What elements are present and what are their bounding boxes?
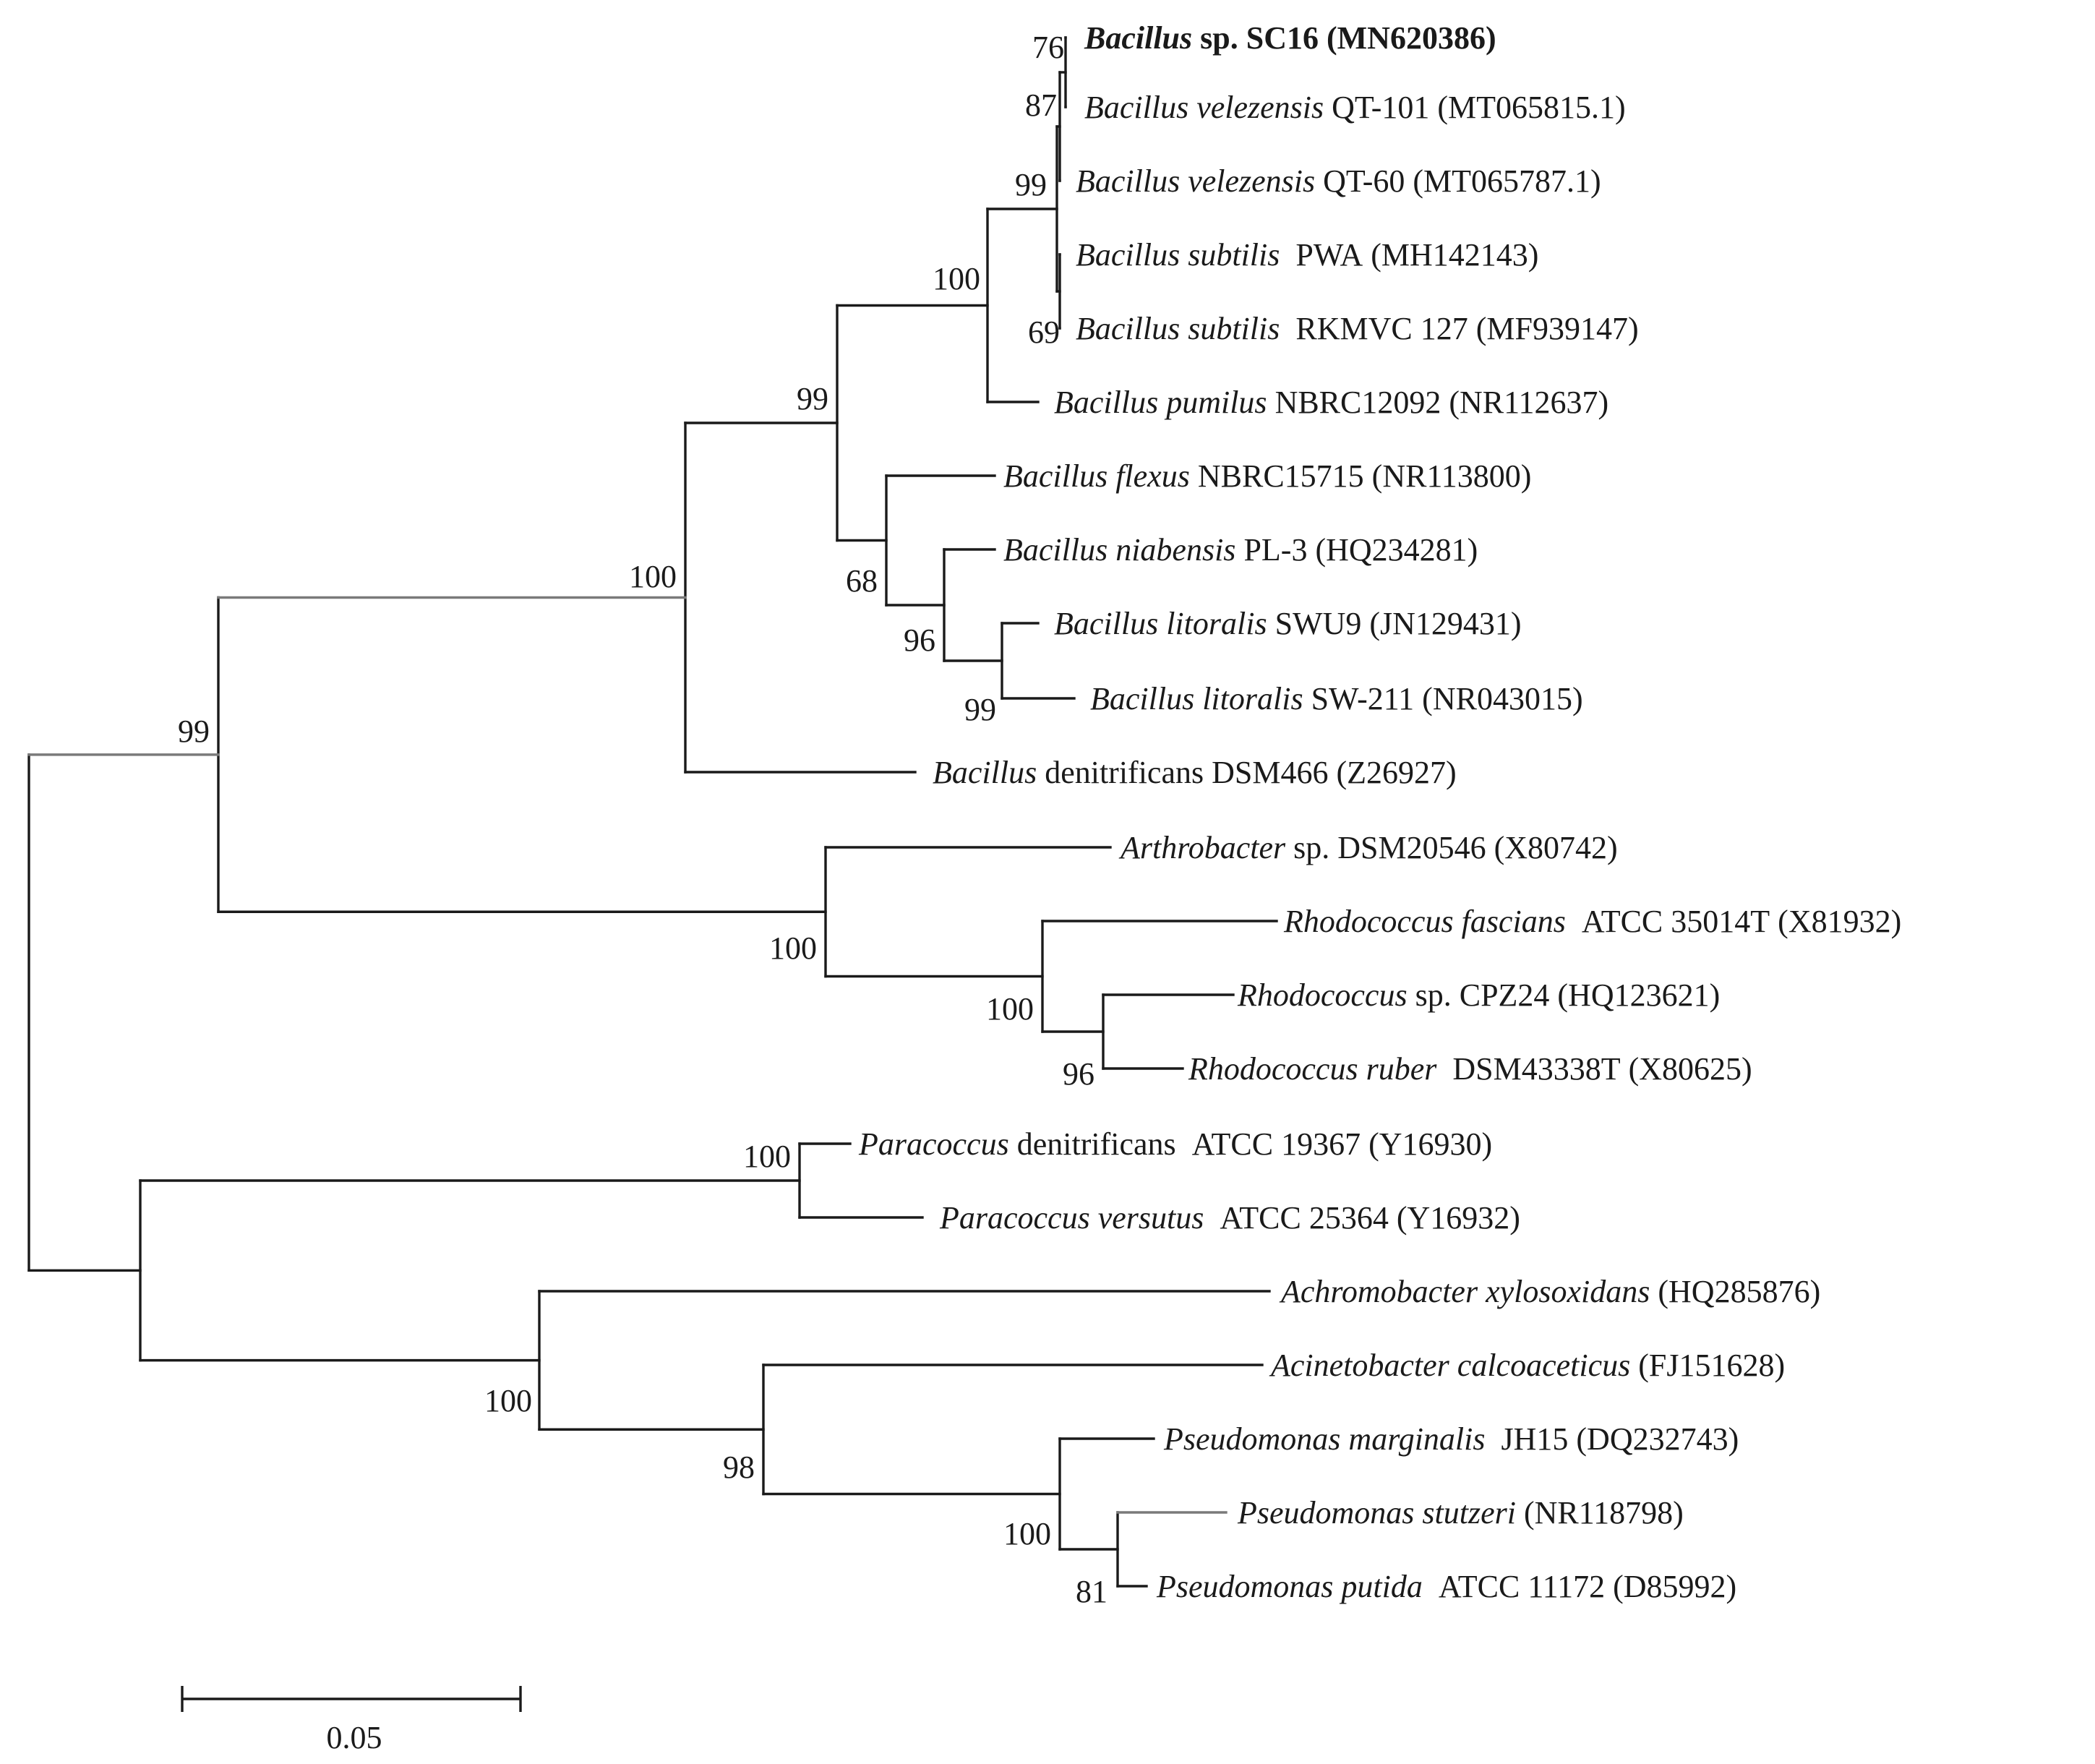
support-value-n_qt101: 87 (1025, 87, 1057, 123)
taxon-label-part: Bacillus velezensis (1084, 90, 1324, 125)
taxon-label-part: Pseudomonas putida (1156, 1569, 1423, 1604)
taxon-label-t21: Pseudomonas stutzeri (NR118798) (1237, 1495, 1684, 1530)
taxon-label-part: Bacillus velezensis (1076, 163, 1315, 199)
taxon-label-part: sp. CPZ24 (HQ123621) (1408, 977, 1721, 1013)
taxon-label-t3: Bacillus velezensis QT-60 (MT065787.1) (1076, 163, 1601, 199)
taxon-label-part: Rhodococcus fascians (1283, 904, 1566, 939)
support-value-n_subtilis: 69 (1028, 314, 1060, 350)
support-value-n_rhodo_pair: 96 (1063, 1056, 1094, 1092)
taxon-label-part: Pseudomonas marginalis (1163, 1421, 1486, 1457)
taxon-label-t9: Bacillus litoralis SWU9 (JN129431) (1054, 606, 1522, 641)
taxon-label-t15: Rhodococcus ruber DSM43338T (X80625) (1188, 1051, 1752, 1087)
taxon-label-t18: Achromobacter xylosoxidans (HQ285876) (1279, 1274, 1820, 1309)
taxon-label-part: Bacillus subtilis (1076, 237, 1280, 273)
taxon-label-part: Bacillus pumilus (1054, 385, 1267, 420)
taxon-label-part: Rhodococcus ruber (1188, 1051, 1437, 1087)
taxon-label-part: sp. SC16 (MN620386) (1192, 20, 1496, 56)
support-values: 76 87 99 100 69 99 68 96 99 100 99 100 100 96 100 100 98… (178, 30, 1108, 1609)
taxon-label-part: ATCC 11172 (D85992) (1423, 1569, 1736, 1604)
support-value-n_sc16: 76 (1032, 30, 1064, 65)
taxon-label-part: Arthrobacter (1118, 830, 1286, 865)
taxon-label-part: QT-101 (MT065815.1) (1324, 90, 1626, 125)
support-value-n_actino: 100 (769, 930, 817, 966)
taxon-label-part: Pseudomonas stutzeri (1237, 1495, 1516, 1530)
taxon-label-part: (NR118798) (1516, 1495, 1684, 1530)
taxon-label-part: DSM43338T (X80625) (1436, 1051, 1752, 1087)
taxon-label-part: NBRC12092 (NR112637) (1267, 385, 1609, 420)
scale-bar-label: 0.05 (327, 1720, 382, 1755)
taxon-label-t16: Paracoccus denitrificans ATCC 19367 (Y16… (858, 1126, 1492, 1162)
taxon-label-t2: Bacillus velezensis QT-101 (MT065815.1) (1084, 90, 1626, 125)
taxon-label-t11: Bacillus denitrificans DSM466 (Z26927) (933, 755, 1457, 790)
taxon-label-part: PWA (MH142143) (1280, 237, 1538, 273)
support-value-n_acineto_group: 98 (723, 1450, 755, 1485)
taxon-label-t14: Rhodococcus sp. CPZ24 (HQ123621) (1237, 977, 1720, 1013)
taxon-label-part: Paracoccus versutus (939, 1200, 1204, 1236)
taxon-label-part: ATCC 35014T (X81932) (1566, 904, 1901, 939)
taxon-label-part: Bacillus litoralis (1054, 606, 1267, 641)
taxon-label-part: PL-3 (HQ234281) (1235, 532, 1478, 568)
taxon-label-part: Bacillus (933, 755, 1037, 790)
taxon-label-part: (HQ285876) (1650, 1274, 1820, 1309)
taxon-label-part: SWU9 (JN129431) (1267, 606, 1522, 641)
taxon-label-t7: Bacillus flexus NBRC15715 (NR113800) (1003, 458, 1531, 494)
taxon-label-t1: Bacillus sp. SC16 (MN620386) (1084, 20, 1496, 56)
support-value-n_bacillus_main: 99 (797, 381, 828, 416)
support-value-n_bacillus_all: 100 (629, 559, 677, 594)
support-value-n_gram_pos: 99 (178, 714, 210, 749)
support-value-n_bacillus_core: 100 (933, 261, 980, 296)
support-value-n_rhodo: 100 (986, 991, 1034, 1027)
taxon-label-part: Bacillus subtilis (1076, 311, 1280, 346)
tree-branches (27, 36, 1278, 1588)
taxon-label-part: Rhodococcus (1237, 977, 1408, 1013)
taxon-label-part: RKMVC 127 (MF939147) (1280, 311, 1638, 346)
taxon-label-part: Bacillus (1084, 20, 1192, 56)
taxon-labels: Bacillus sp. SC16 (MN620386) Bacillus vel… (858, 20, 1901, 1604)
taxon-label-part: Bacillus flexus (1003, 458, 1190, 494)
taxon-label-part: (FJ151628) (1630, 1348, 1785, 1383)
support-value-n_achromo_group: 100 (484, 1383, 532, 1418)
taxon-label-part: Acinetobacter calcoaceticus (1269, 1348, 1630, 1383)
taxon-label-part: denitrificans DSM466 (Z26927) (1037, 755, 1456, 790)
support-value-n_paracoccus: 100 (743, 1139, 791, 1174)
taxon-label-t8: Bacillus niabensis PL-3 (HQ234281) (1003, 532, 1478, 568)
support-value-n_pseudo_pair: 81 (1076, 1574, 1108, 1609)
support-value-n_niabensis_group: 96 (904, 622, 935, 658)
taxon-label-part: sp. DSM20546 (X80742) (1285, 830, 1618, 865)
taxon-label-t13: Rhodococcus fascians ATCC 35014T (X81932… (1283, 904, 1901, 939)
scale-bar: 0.05 (181, 1686, 522, 1755)
taxon-label-part: ATCC 25364 (Y16932) (1204, 1200, 1520, 1236)
support-value-n_velezensis: 99 (1015, 167, 1047, 202)
taxon-label-t10: Bacillus litoralis SW-211 (NR043015) (1090, 681, 1583, 716)
taxon-label-t22: Pseudomonas putida ATCC 11172 (D85992) (1156, 1569, 1736, 1604)
taxon-label-t6: Bacillus pumilus NBRC12092 (NR112637) (1054, 385, 1608, 420)
taxon-label-part: Bacillus niabensis (1003, 532, 1235, 568)
support-value-n_flexus_group: 68 (846, 563, 878, 599)
support-value-n_pseudomonas: 100 (1003, 1516, 1051, 1551)
taxon-label-part: SW-211 (NR043015) (1303, 681, 1583, 716)
taxon-label-t20: Pseudomonas marginalis JH15 (DQ232743) (1163, 1421, 1739, 1457)
taxon-label-part: QT-60 (MT065787.1) (1315, 163, 1601, 199)
taxon-label-t17: Paracoccus versutus ATCC 25364 (Y16932) (939, 1200, 1520, 1236)
taxon-label-part: JH15 (DQ232743) (1486, 1421, 1739, 1457)
support-value-n_litoralis: 99 (964, 692, 996, 727)
taxon-label-t4: Bacillus subtilis PWA (MH142143) (1076, 237, 1538, 273)
taxon-label-part: denitrificans ATCC 19367 (Y16930) (1009, 1126, 1492, 1162)
taxon-label-t12: Arthrobacter sp. DSM20546 (X80742) (1118, 830, 1618, 865)
taxon-label-part: Achromobacter xylosoxidans (1279, 1274, 1650, 1309)
taxon-label-t19: Acinetobacter calcoaceticus (FJ151628) (1269, 1348, 1785, 1383)
taxon-label-t5: Bacillus subtilis RKMVC 127 (MF939147) (1076, 311, 1639, 346)
taxon-label-part: NBRC15715 (NR113800) (1190, 458, 1532, 494)
taxon-label-part: Bacillus litoralis (1090, 681, 1303, 716)
taxon-label-part: Paracoccus (858, 1126, 1009, 1162)
